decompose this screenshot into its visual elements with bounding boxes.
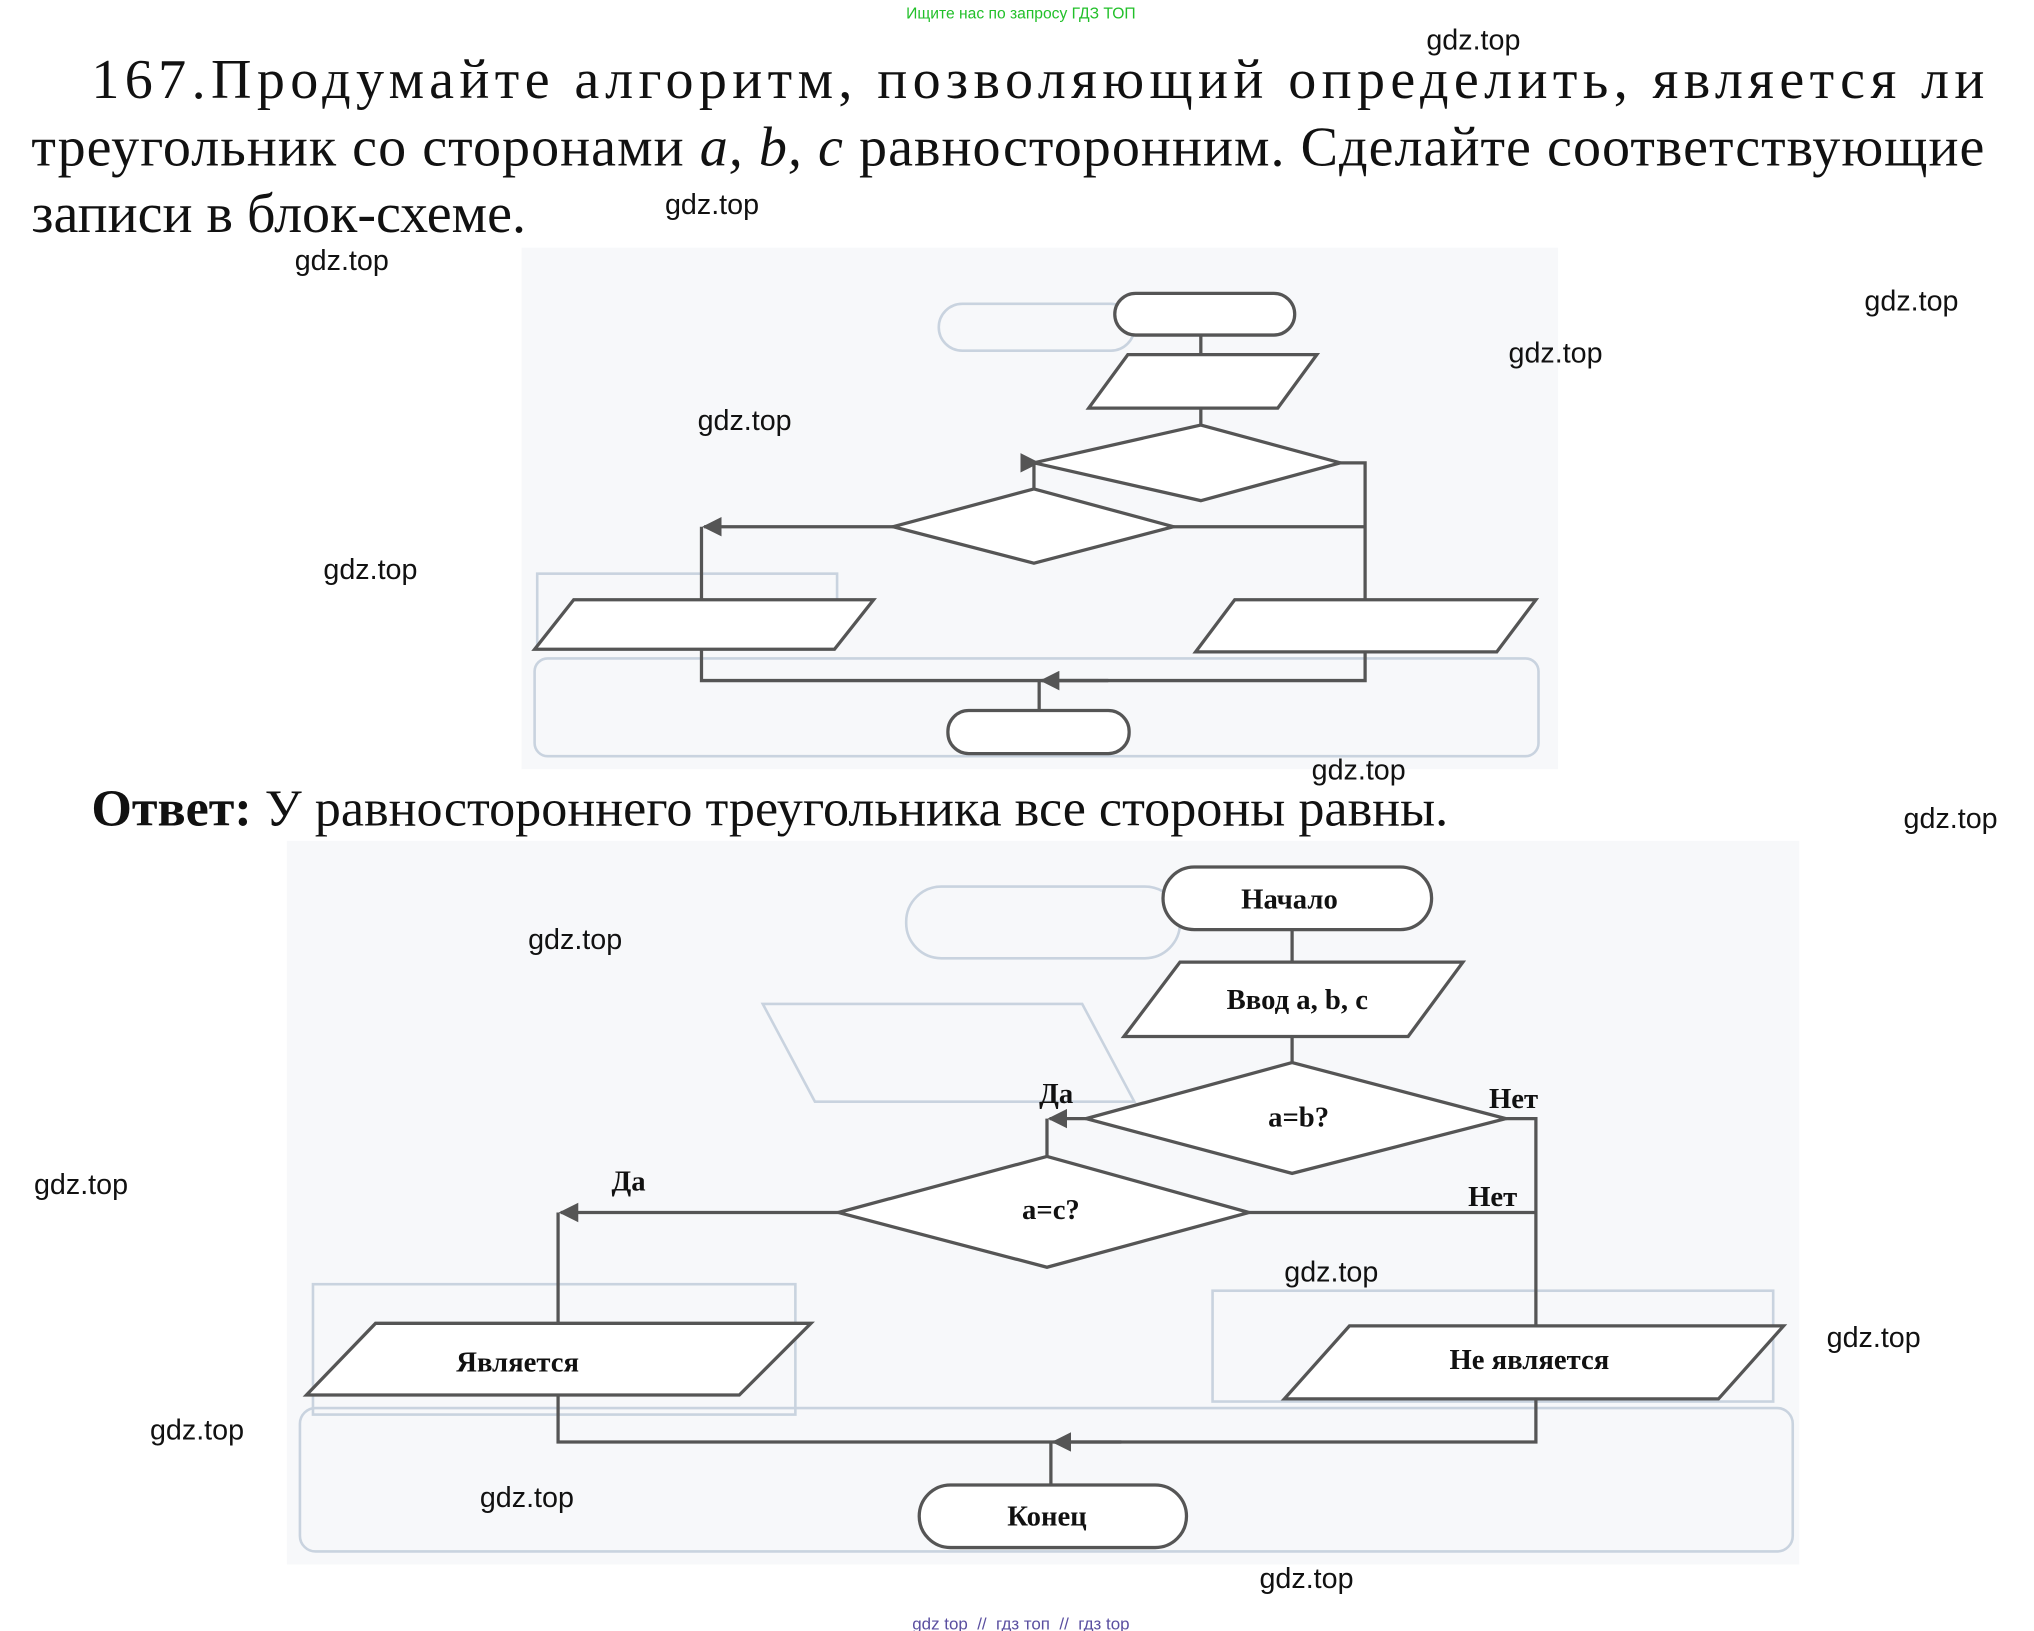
connectors [556, 929, 1538, 1485]
yes-label-2: Да [612, 1165, 646, 1197]
svg-text:gdz.top: gdz.top [1284, 1257, 1378, 1289]
empty-flowchart [521, 247, 1559, 770]
svg-text:a=c?: a=c? [1022, 1194, 1080, 1226]
no-label-1: Нет [1489, 1083, 1538, 1115]
svg-text:gdz.top: gdz.top [698, 405, 792, 437]
task-line-2: треугольник со сторонами a, b, c равност… [31, 117, 1984, 179]
search-hint[interactable]: Ищите нас по запросу ГДЗ ТОП [906, 5, 1135, 22]
svg-text:Конец: Конец [1007, 1500, 1087, 1532]
task-line-1: 167.Продумайте алгоритм, позволяющий опр… [91, 49, 1984, 111]
output-no [1192, 598, 1540, 654]
task-text: 167.Продумайте алгоритм, позволяющий опр… [31, 49, 1984, 245]
svg-text:gdz.top: gdz.top [1312, 755, 1406, 787]
input-block: Ввод a, b, c [1120, 960, 1467, 1039]
svg-text:gdz.top: gdz.top [1259, 1563, 1353, 1595]
svg-text:Не является: Не является [1449, 1344, 1609, 1376]
svg-text:gdz.top: gdz.top [1509, 337, 1603, 369]
output-not-equilateral: Не является [1280, 1324, 1788, 1401]
svg-text:Ввод a, b, c: Ввод a, b, c [1227, 984, 1369, 1016]
svg-text:gdz.top: gdz.top [480, 1482, 574, 1514]
yes-label-1: Да [1039, 1078, 1073, 1110]
answer-flowchart: Начало Ввод a, b, c a=b? a=c? Является Н… [286, 840, 1800, 1565]
footer-links[interactable]: gdz top // гдз топ // гдз top [912, 1615, 1129, 1631]
watermarks: gdz.top gdz.top gdz.top gdz.top gdz.top … [34, 25, 1998, 1595]
svg-text:gdz.top: gdz.top [323, 554, 417, 586]
output-is-equilateral: Является [302, 1321, 815, 1397]
svg-text:Начало: Начало [1241, 884, 1338, 916]
output-yes [531, 598, 877, 651]
svg-text:gdz.top: gdz.top [528, 924, 622, 956]
svg-text:gdz.top: gdz.top [1864, 285, 1958, 317]
start-terminator: Начало [1161, 865, 1434, 932]
start-terminator [1113, 291, 1297, 337]
svg-text:Является: Является [456, 1347, 579, 1379]
input-block [1085, 352, 1321, 410]
svg-text:gdz.top: gdz.top [1904, 803, 1998, 835]
svg-text:a=b?: a=b? [1268, 1101, 1329, 1133]
end-terminator: Конец [917, 1483, 1189, 1550]
svg-text:gdz.top: gdz.top [34, 1169, 128, 1201]
svg-text:gdz.top: gdz.top [665, 189, 759, 221]
svg-text:gdz.top: gdz.top [295, 245, 389, 277]
no-label-2: Нет [1468, 1181, 1517, 1213]
answer: Ответ: У равностороннего треугольника вс… [91, 780, 1448, 837]
end-terminator [946, 708, 1131, 756]
svg-text:gdz.top: gdz.top [1827, 1322, 1921, 1354]
svg-text:gdz.top: gdz.top [150, 1414, 244, 1446]
svg-text:gdz.top: gdz.top [1426, 25, 1520, 57]
task-line-3: записи в блок-схеме. [31, 183, 526, 245]
